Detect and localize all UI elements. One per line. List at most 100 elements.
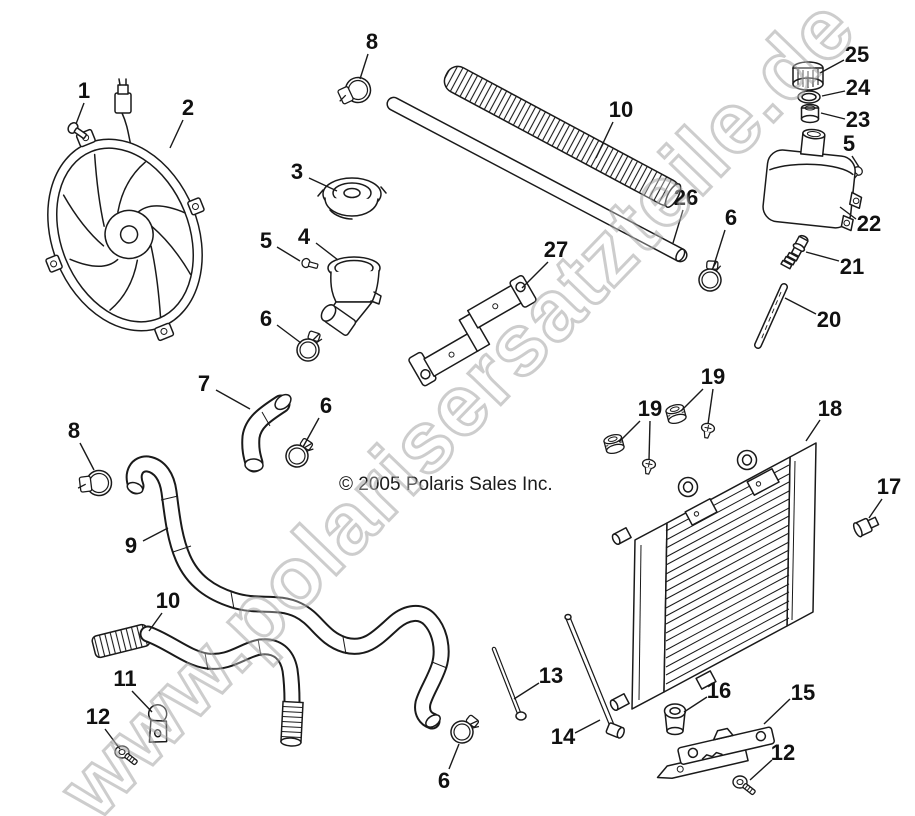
callout-25: 25 [844,42,870,67]
fan-connector [114,92,132,114]
leader-line-12 [104,728,121,750]
callout-10: 10 [155,588,181,613]
leader-lines [75,53,883,781]
leader-line-25 [819,59,845,74]
push-screw-19b [640,457,657,476]
leader-line-3 [308,177,338,192]
callout-6: 6 [724,205,738,230]
callout-4: 4 [297,224,311,249]
leader-line-19 [680,388,704,412]
radiator-drawing [609,442,817,711]
lower-bracket-drawing [656,726,775,779]
leader-line-10 [595,121,614,159]
callout-12: 12 [85,704,111,729]
callout-15: 15 [790,680,816,705]
reservoir-grommet-drawing [800,103,820,124]
callout-27: 27 [543,237,569,262]
callout-7: 7 [197,371,211,396]
leader-line-1 [75,102,85,125]
callout-10: 10 [608,97,634,122]
callout-8: 8 [67,418,81,443]
callout-6: 6 [259,306,273,331]
hose-clamp-8b [76,467,114,498]
callout-9: 9 [124,533,138,558]
leader-line-18 [805,419,821,442]
leader-line-24 [821,90,846,97]
flange-bolt-drawing [852,516,880,538]
mount-bracket-drawing [408,274,537,387]
callout-21: 21 [839,254,865,279]
leader-line-22 [839,206,857,220]
fan-motor-hub [104,209,154,260]
pressure-cap-drawing [317,177,387,220]
callout-16: 16 [706,678,732,703]
hose-clamp-8a [334,74,374,107]
rod-14-drawing [564,613,625,739]
leader-line-4 [315,242,339,261]
callout-11: 11 [113,666,137,691]
grommet-drawing [663,703,687,736]
leader-line-19 [618,420,641,443]
leader-line-11 [131,690,153,713]
hose-clamp-6a [296,329,323,362]
callout-8: 8 [365,29,379,54]
hose-clamp-6b [282,433,317,471]
leader-line-2 [169,119,184,149]
callout-6: 6 [319,393,333,418]
callout-13: 13 [538,663,564,688]
leader-line-19 [707,388,714,425]
reservoir-seal-drawing [797,90,821,104]
leader-line-26 [672,209,684,244]
leader-line-6 [448,743,460,770]
leader-line-20 [784,297,817,315]
leader-line-8 [79,442,95,471]
screw-12-right [732,775,757,796]
leader-line-21 [805,251,840,262]
callout-3: 3 [290,159,304,184]
elbow-hose-drawing [241,393,292,473]
reservoir-tank-drawing [762,128,863,232]
leader-line-12 [749,759,773,781]
callout-19: 19 [637,396,663,421]
leader-line-15 [763,698,791,725]
leader-line-6 [302,417,320,448]
well-nut-19b [602,432,626,456]
bolt-5-left [300,256,320,272]
leader-line-9 [142,527,169,542]
leader-line-5 [276,246,301,262]
leader-line-17 [868,498,883,519]
leader-line-13 [513,682,540,700]
smooth-tube-drawing [386,96,688,263]
callout-18: 18 [817,396,843,421]
screw-12-left [114,745,139,766]
upper-hose-drawing [125,455,450,730]
leader-line-23 [820,112,846,120]
leader-line-5 [851,155,860,168]
callout-24: 24 [845,75,871,100]
fan-assembly-drawing [45,78,205,342]
filler-neck-drawing [320,256,382,336]
leader-line-6 [276,324,302,344]
radiator-fins [665,464,790,685]
leader-line-8 [359,53,369,80]
hose-clamp-6c [447,709,483,748]
callout-5: 5 [259,228,273,253]
rod-13-drawing [491,646,527,721]
p-clamp-drawing [147,704,168,743]
callout-19: 19 [700,364,726,389]
callout-2: 2 [181,95,195,120]
callout-6: 6 [437,768,451,793]
leader-line-10 [148,612,163,632]
callout-14: 14 [550,724,576,749]
lower-hose-drawing [91,623,304,747]
callout-26: 26 [673,185,699,210]
reservoir-cap-drawing [792,61,824,91]
leader-line-16 [683,696,708,713]
leader-line-14 [574,719,601,734]
vent-tube-drawing [754,283,788,349]
well-nut-19a [664,402,688,426]
barb-fitting-drawing [780,234,809,270]
leader-line-7 [215,389,251,410]
